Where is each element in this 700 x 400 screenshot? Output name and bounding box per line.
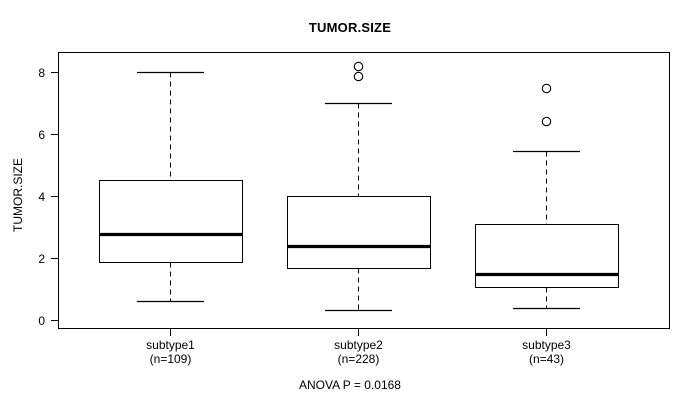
- outlier-point-subtype3-1: [541, 83, 552, 94]
- y-tick-label-2: 2: [38, 252, 45, 266]
- outlier-point-subtype2-2: [353, 71, 364, 82]
- outlier-point-subtype2-1: [353, 61, 364, 72]
- x-label-subtype3-count: (n=43): [529, 352, 564, 366]
- y-tick-label-0: 0: [38, 314, 45, 328]
- x-axis-ticks: [170, 328, 547, 336]
- box-rect-subtype3: [475, 224, 619, 288]
- y-tick-label-8: 8: [38, 66, 45, 80]
- x-axis-labels: subtype1 (n=109) subtype2 (n=228) subtyp…: [146, 338, 571, 366]
- x-label-subtype2-name: subtype2: [334, 338, 383, 352]
- x-label-subtype3-name: subtype3: [522, 338, 571, 352]
- y-axis-tick-labels: 0 2 4 6 8: [38, 66, 45, 328]
- anova-annotation: ANOVA P = 0.0168: [299, 378, 401, 392]
- plot-frame: [58, 52, 670, 329]
- box-rect-subtype2: [287, 196, 431, 269]
- box-subtype1: [99, 71, 243, 303]
- x-label-subtype1-name: subtype1: [146, 338, 195, 352]
- page-title: TUMOR.SIZE: [308, 20, 392, 35]
- y-tick-label-6: 6: [38, 128, 45, 142]
- outlier-point-subtype3-2: [541, 116, 552, 127]
- box-rect-subtype1: [99, 180, 243, 263]
- y-axis-ticks: [51, 72, 59, 321]
- y-tick-label-4: 4: [38, 190, 45, 204]
- x-label-subtype1-count: (n=109): [150, 352, 192, 366]
- box-subtype2: [287, 61, 431, 312]
- x-label-subtype2-count: (n=228): [338, 352, 380, 366]
- box-subtype3: [475, 83, 619, 310]
